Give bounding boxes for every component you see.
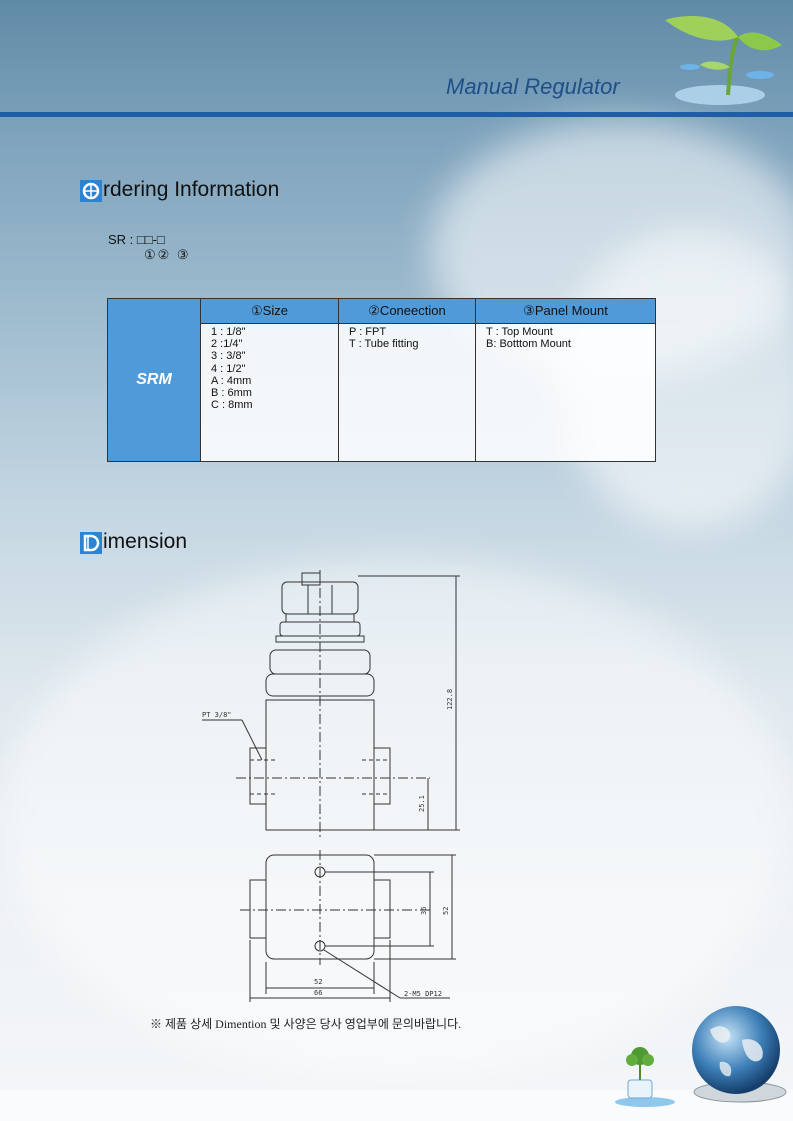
list-item: 3 : 3/8" [211,350,246,363]
list-item: 4 : 1/2" [211,362,246,375]
height-port-label: 25.1 [418,795,426,812]
list-item: T : Top Mount [486,326,553,338]
dim-66-label: 66 [314,989,322,997]
height-total-label: 122.8 [446,689,454,710]
page-title: Manual Regulator [446,74,620,99]
ordering-heading-text: rdering Information [103,178,280,201]
list-item: B : 6mm [211,387,252,400]
ordering-code: SR : □□-□ ①② ③ [108,232,191,262]
header-connection: ②Coneection [338,298,476,324]
code-sub: ①② ③ [144,247,191,262]
dim-36-label: 36 [420,907,428,915]
dimension-drawing: PT 3/8" 122.8 25.1 36 52 52 66 2-M5 DP12 [202,570,460,1002]
dim-52h-label: 52 [314,978,322,986]
connection-cell: P : FPT T : Tube fitting [338,323,476,462]
globe-icon [692,1006,787,1103]
brand-cell: SRM [107,298,201,462]
footnote: ※ 제품 상세 Dimention 및 사양은 당사 영업부에 문의바랍니다. [150,1017,462,1031]
dimension-heading-text: imension [103,530,188,553]
dim-52v-label: 52 [442,907,450,915]
ordering-heading: rdering Information [80,178,279,202]
holes-label: 2-M5 DP12 [404,990,442,998]
o-letter-icon [80,180,102,202]
list-item: 2 :1/4" [211,338,243,351]
list-item: P : FPT [349,326,387,338]
header-panel: ③Panel Mount [475,298,656,324]
list-item: A : 4mm [211,374,252,387]
pt-label: PT 3/8" [202,711,232,719]
panel-cell: T : Top Mount B: Botttom Mount [475,323,656,462]
list-item: B: Botttom Mount [486,338,571,351]
list-item: T : Tube fitting [349,338,419,351]
code-line: SR : □□-□ [108,232,165,247]
knob-cap [301,572,321,586]
d-letter-icon [80,532,102,554]
dimension-heading: imension [80,530,187,554]
ordering-table: SRM ①Size ②Coneection ③Panel Mount 1 : 1… [107,298,656,462]
header-rule [0,112,793,117]
size-cell: 1 : 1/8" 2 :1/4" 3 : 3/8" 4 : 1/2" A : 4… [200,323,339,462]
cloud [0,560,793,1080]
list-item: C : 8mm [211,399,253,412]
potted-plant-icon [615,1047,675,1107]
header-size: ①Size [200,298,339,324]
sprout-icon [665,16,782,105]
list-item: 1 : 1/8" [211,326,246,338]
